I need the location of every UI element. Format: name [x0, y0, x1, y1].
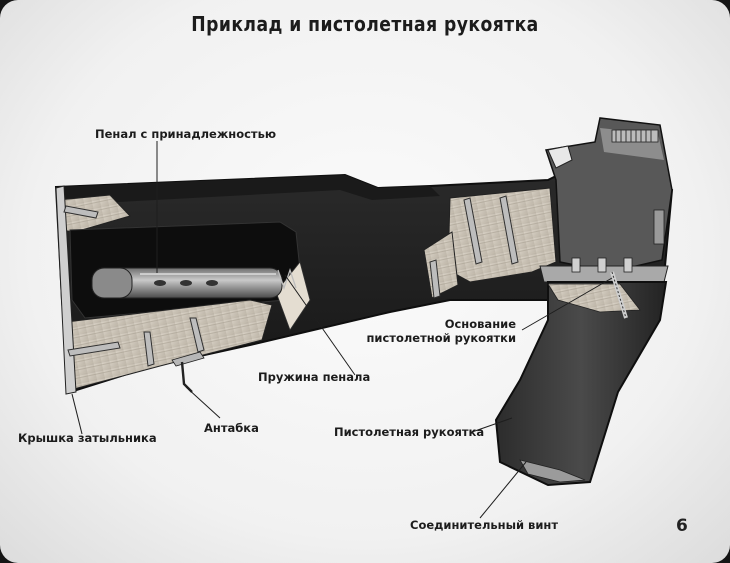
label-connecting-screw: Соединительный винт: [410, 518, 559, 532]
label-sling-swivel: Антабка: [204, 421, 259, 435]
connecting-screw: [610, 271, 628, 319]
storage-case: [91, 267, 297, 299]
receiver-section: [545, 117, 673, 273]
label-grip-base-line2: пистолетной рукоятки: [366, 331, 516, 345]
pistol-grip: [494, 271, 668, 487]
leader-lines: [71, 141, 613, 519]
slide-title: Приклад и пистолетная рукоятка: [191, 12, 539, 36]
label-case-spring: Пружина пенала: [258, 370, 371, 384]
butt-cover: [55, 185, 77, 395]
label-butt-cover: Крышка затыльника: [18, 431, 157, 445]
sling-swivel: [171, 351, 205, 393]
label-pistol-grip: Пистолетная рукоятка: [334, 425, 485, 439]
label-grip-base-line1: Основание: [444, 317, 516, 331]
case-spring: [277, 267, 297, 291]
wood-screws: [63, 195, 519, 367]
top-spring: [611, 129, 659, 143]
label-storage-case: Пенал с принадлежностью: [95, 127, 277, 141]
grip-base-plate: [539, 257, 669, 283]
page-number: 6: [676, 516, 688, 536]
